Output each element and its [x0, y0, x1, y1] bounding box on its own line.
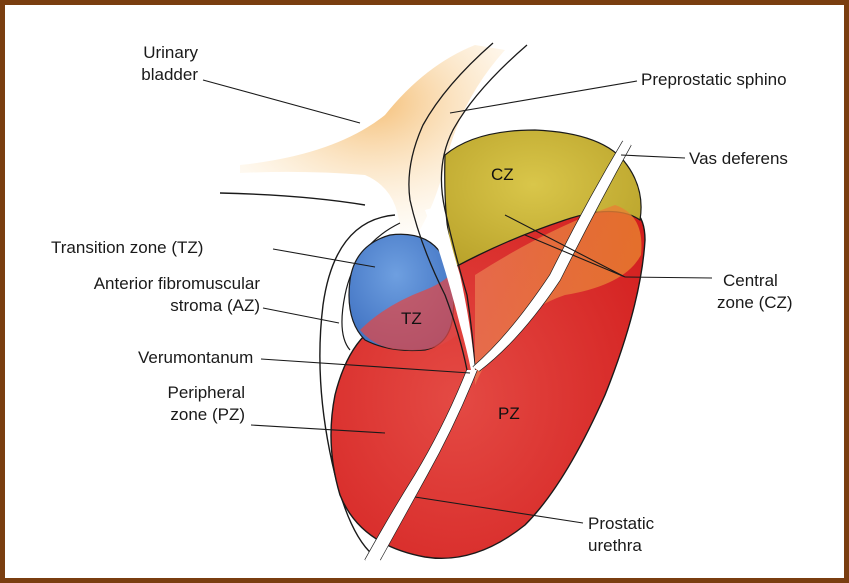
label-preprostatic: Preprostatic sphino: [641, 69, 787, 91]
label-urinary-bladder-line1: Urinary: [105, 42, 198, 64]
label-urinary-bladder: Urinary bladder: [105, 42, 198, 86]
zone-label-cz: CZ: [491, 165, 514, 185]
label-prostatic-urethra-line1: Prostatic: [588, 513, 654, 535]
label-central-zone-line2: zone (CZ): [717, 292, 793, 314]
label-anterior-stroma-line1: Anterior fibromuscular: [25, 273, 260, 295]
label-transition-zone: Transition zone (TZ): [51, 237, 203, 259]
zone-label-tz: TZ: [401, 309, 422, 329]
label-prostatic-urethra-line2: urethra: [588, 535, 654, 557]
label-verumontanum: Verumontanum: [138, 347, 253, 369]
label-urinary-bladder-line2: bladder: [105, 64, 198, 86]
leader-preprostatic: [450, 81, 637, 113]
label-peripheral-zone-line2: zone (PZ): [105, 404, 245, 426]
label-central-zone-line1: Central: [717, 270, 793, 292]
label-peripheral-zone-line1: Peripheral: [105, 382, 245, 404]
label-anterior-stroma: Anterior fibromuscular stroma (AZ): [25, 273, 260, 317]
label-vas-deferens: Vas deferens: [689, 148, 788, 170]
leader-vas-deferens: [621, 155, 685, 158]
zone-label-pz: PZ: [498, 404, 520, 424]
label-central-zone: Central zone (CZ): [717, 270, 793, 314]
leader-urinary-bladder: [203, 80, 360, 123]
leader-anterior-stroma: [263, 308, 339, 323]
label-prostatic-urethra: Prostatic urethra: [588, 513, 654, 557]
label-peripheral-zone: Peripheral zone (PZ): [105, 382, 245, 426]
label-anterior-stroma-line2: stroma (AZ): [25, 295, 260, 317]
